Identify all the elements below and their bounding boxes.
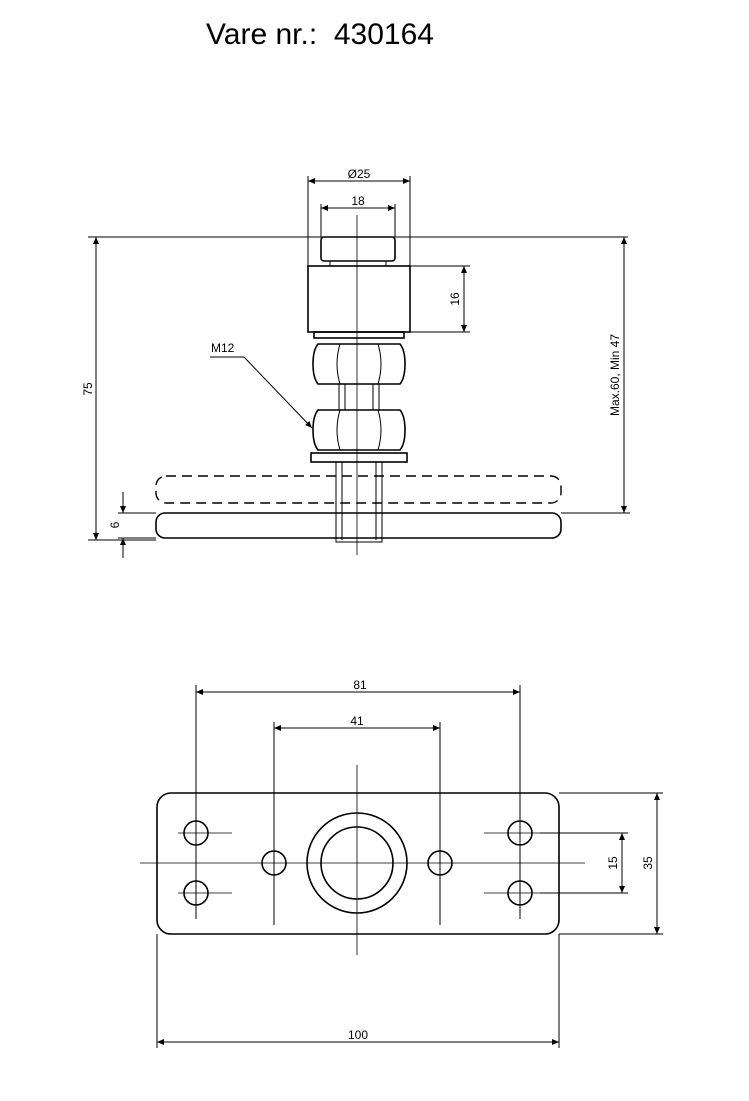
foot-max-position xyxy=(155,475,562,504)
drawing-title: Vare nr.: 430164 xyxy=(0,18,640,52)
dim-thread: M12 xyxy=(211,341,235,355)
top-view: 81 41 15 35 100 xyxy=(140,678,663,1048)
dim-plate-depth: 35 xyxy=(641,856,655,870)
cylinder-body xyxy=(307,265,411,333)
lower-nut xyxy=(312,409,406,451)
base-plate xyxy=(156,792,560,935)
title-label: Vare nr.: xyxy=(206,18,318,51)
upper-nut xyxy=(312,343,406,385)
title-number: 430164 xyxy=(333,18,434,51)
top-cap xyxy=(320,236,396,262)
dim-hole-spacing: 15 xyxy=(606,856,620,870)
dim-width: 18 xyxy=(351,194,365,208)
dim-foot-thickness: 6 xyxy=(108,521,122,528)
lower-washer xyxy=(310,452,408,463)
upper-washer xyxy=(313,331,405,339)
dim-inner-holes: 41 xyxy=(350,714,364,728)
dim-diameter: Ø25 xyxy=(348,167,371,181)
dim-outer-holes: 81 xyxy=(353,678,367,692)
side-view: Ø25 18 16 M12 75 Max.60, Min 47 6 xyxy=(81,167,630,558)
dim-plate-length: 100 xyxy=(348,1028,368,1042)
dim-total-height: 75 xyxy=(81,382,95,396)
foot-plate xyxy=(155,512,562,539)
dim-adjust-range: Max.60, Min 47 xyxy=(608,334,622,416)
dim-height-nut: 16 xyxy=(448,292,462,306)
